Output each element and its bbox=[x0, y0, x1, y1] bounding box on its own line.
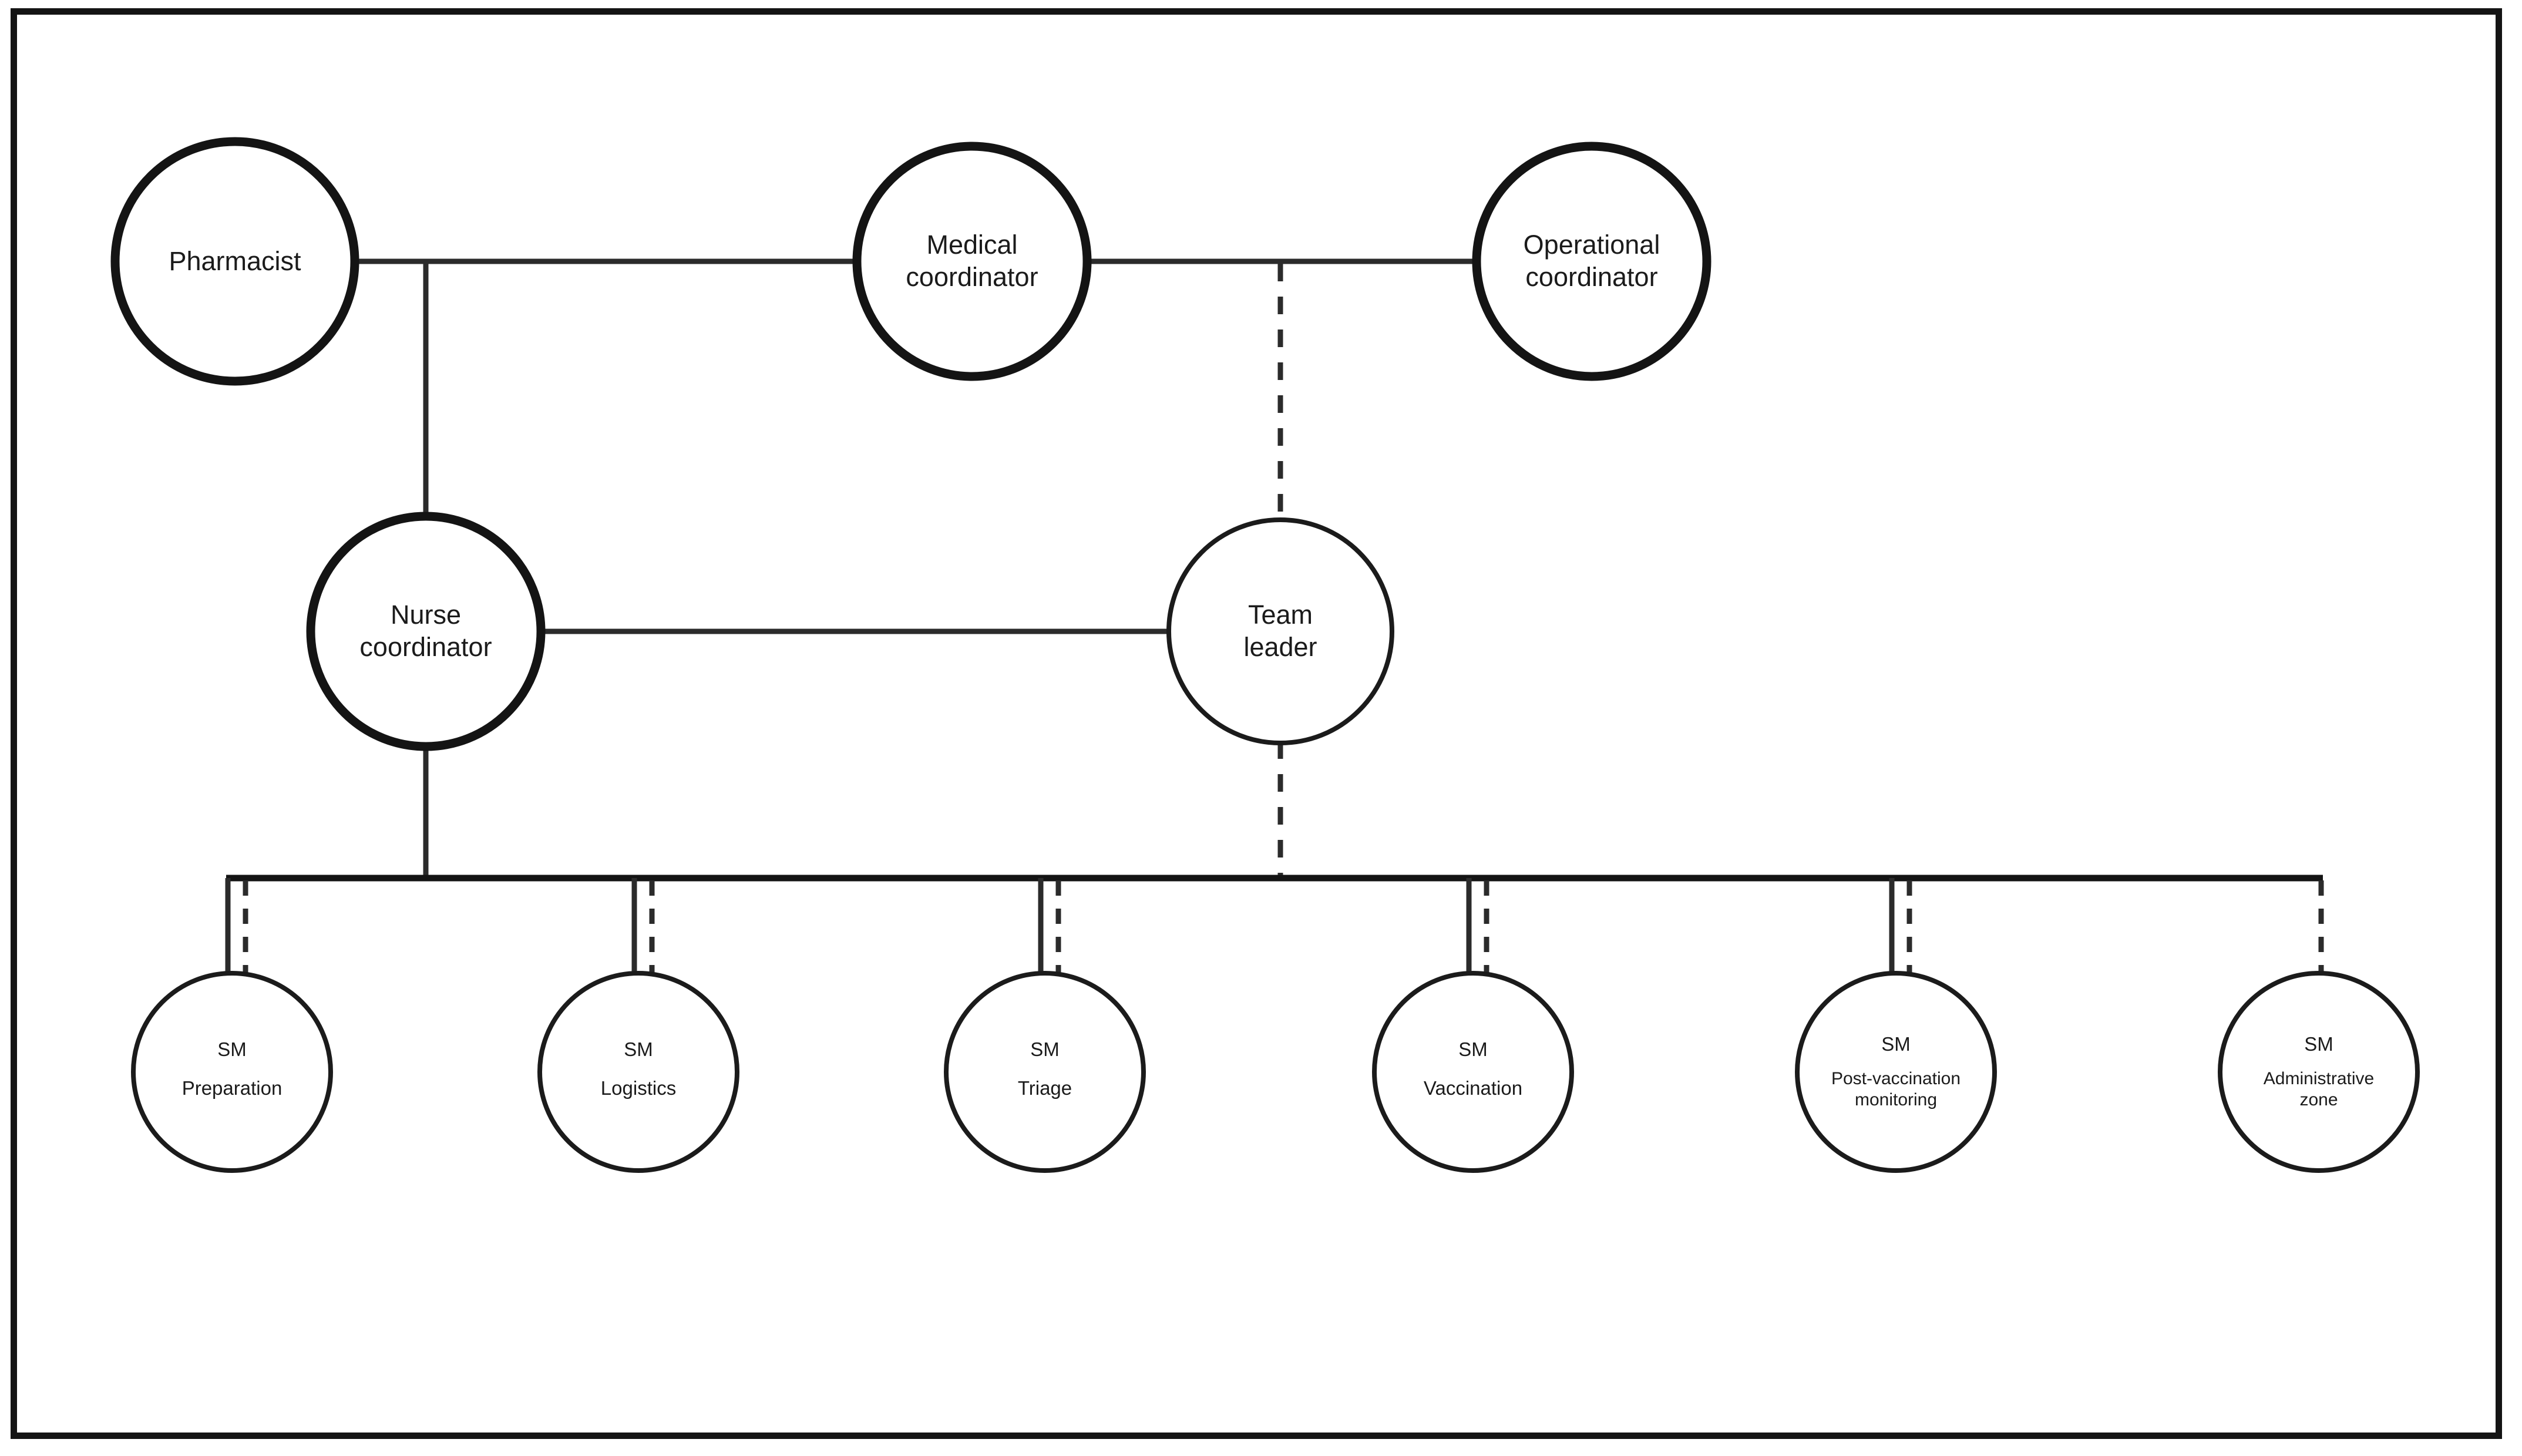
connector-drop-sm-vaccination bbox=[1466, 878, 1489, 976]
nodes-group bbox=[110, 137, 2420, 1173]
node-sm-vaccination[interactable] bbox=[1372, 971, 1574, 1173]
connector-drop-sm-post-vaccination-monitoring bbox=[1889, 878, 1912, 976]
node-sm-preparation[interactable] bbox=[131, 971, 333, 1173]
connector-drop-sm-preparation bbox=[225, 878, 248, 976]
connectors-group bbox=[225, 258, 2324, 976]
node-team-leader[interactable] bbox=[1166, 517, 1394, 745]
node-medical-coordinator[interactable] bbox=[852, 142, 1092, 381]
node-sm-post-vaccination-monitoring[interactable] bbox=[1795, 971, 1997, 1173]
node-nurse-coordinator[interactable] bbox=[306, 512, 546, 751]
node-pharmacist[interactable] bbox=[110, 137, 359, 386]
connector-drop-sm-logistics bbox=[631, 878, 655, 976]
node-operational-coordinator[interactable] bbox=[1472, 142, 1711, 381]
node-sm-administrative-zone[interactable] bbox=[2218, 971, 2420, 1173]
connector-drop-sm-triage bbox=[1038, 878, 1061, 976]
node-sm-triage[interactable] bbox=[944, 971, 1146, 1173]
node-sm-logistics[interactable] bbox=[537, 971, 739, 1173]
